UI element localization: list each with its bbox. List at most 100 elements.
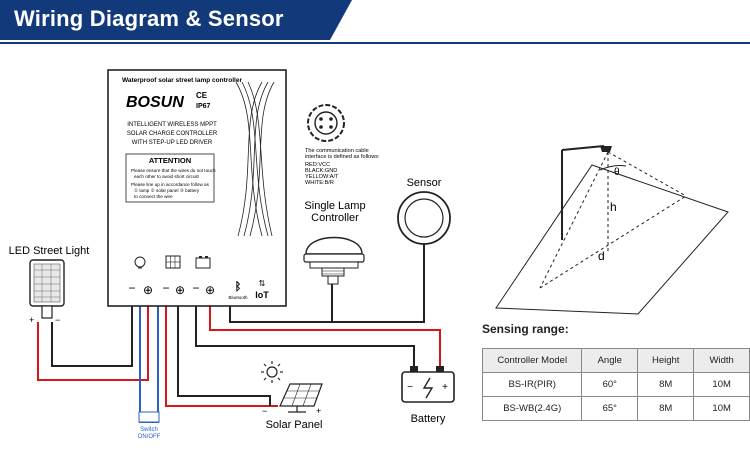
solar-panel-label: Solar Panel [266,419,323,431]
cone-left [539,151,609,289]
battery-minus-sign: − [407,382,413,393]
iot-arrows-icon: ⇅ [259,279,266,288]
led-plus-wire [37,298,149,381]
terminal-solar-plus: ⊕ [175,283,185,297]
switch-label-2: ON/OFF [138,434,161,440]
sensor-label: Sensor [407,177,442,189]
solar-panel-icon [279,383,323,413]
battery-label: Battery [411,413,446,425]
attention-note-2b: ① lamp ② solar panel ③ battery [134,188,200,193]
h-label: h [610,200,617,214]
col-header-angle: Angle [581,348,639,373]
col-header-width: Width [693,348,750,373]
battery-port-icon [195,256,211,269]
cell-model: BS-WB(2.4G) [481,396,583,421]
battery-plus-wire [209,298,441,368]
sensor-cable [332,242,425,323]
terminal-lamp-minus: − [128,281,135,295]
comm-red: RED:VCC [305,162,330,168]
comm-yellow: YELLOW:A/T [305,174,339,180]
led-minus-wire [51,298,133,367]
attention-note-1a: Please ensure that the wires do not touc… [131,168,216,173]
sensing-range-title: Sensing range: [482,322,569,336]
cell-angle: 65° [581,396,639,421]
col-header-model: Controller Model [481,348,583,373]
lamp-controller-device [303,236,365,285]
battery-icon [401,366,455,403]
header-underline [0,42,750,44]
led-minus-sign: − [55,315,60,325]
sun-icon [261,361,283,383]
solar-minus-sign: − [262,406,267,416]
led-plus-sign: + [29,315,34,325]
controller-desc-1: INTELLIGENT WIRELESS MPPT [127,122,217,128]
attention-note-2c: to connect the wire [134,194,173,199]
wires [37,242,441,423]
comm-connector [307,104,345,142]
iot-label: IoT [255,290,269,300]
col-header-height: Height [637,348,695,373]
controller-box: Waterproof solar street lamp controller … [107,69,287,307]
cone-right [607,151,687,197]
table-header-row: Controller Model Angle Height Width [481,348,750,373]
comm-note-2: interface is defined as follows: [305,154,380,160]
sensing-geometry [495,145,729,315]
bluetooth-label: Bluetooth [228,295,248,300]
attention-note-1b: each other to avoid short circuit! [134,174,199,179]
brand-logo: BOSUN [126,94,184,111]
cell-model: BS-IR(PIR) [481,372,583,397]
terminal-battery-plus: ⊕ [205,283,215,297]
solar-plus-sign: + [316,406,321,416]
lamp-controller-label-2: Controller [311,212,359,224]
solar-minus-wire [177,298,271,406]
header-banner: Wiring Diagram & Sensor [0,0,750,46]
width-line [539,195,687,289]
cell-width: 10M [693,396,750,421]
page-title: Wiring Diagram & Sensor [14,6,284,31]
sensor-device [397,191,451,245]
cell-height: 8M [637,372,695,397]
attention-note-2a: Please line up in accordance follow as [131,182,210,187]
switch-label-1: Switch [140,427,158,433]
lamp-arm [561,145,605,151]
terminal-solar-minus: − [162,281,169,295]
led-light-label: LED Street Light [9,245,90,257]
solar-port-icon [165,255,181,269]
ground-plane [495,164,729,315]
sensing-range-table: Controller Model Angle Height Width BS-I… [481,348,750,421]
terminal-lamp-plus: ⊕ [143,283,153,297]
theta-label: θ [614,167,620,178]
header-band-tail [330,0,352,40]
lamp-port-icon [134,256,146,269]
bluetooth-icon: ᛒ [235,281,242,293]
controller-heading: Waterproof solar street lamp controller [122,77,243,84]
controller-desc-2: SOLAR CHARGE CONTROLLER [127,131,218,137]
led-street-light-icon [29,259,65,319]
battery-minus-wire [195,298,415,368]
lamp-controller-label-1: Single Lamp [304,200,365,212]
heatsink-decoration [235,81,275,237]
comm-white: WHITE:B/R [305,180,334,186]
comm-note-1: The communication cable [305,148,369,154]
lamp-head [600,146,612,152]
cell-width: 10M [693,372,750,397]
lamp-controller-cable [229,284,333,323]
ce-mark: CE [196,91,208,100]
table-row: BS-IR(PIR) 60° 8M 10M [481,372,750,397]
attention-box [125,153,215,203]
cell-height: 8M [637,396,695,421]
cell-angle: 60° [581,372,639,397]
d-label: d [598,249,605,263]
controller-desc-3: WITH STEP-UP LED DRIVER [132,140,213,146]
comm-black: BLACK:GND [305,168,337,174]
battery-plus-sign: + [442,382,448,393]
header-band [0,0,330,40]
ip-rating: IP67 [196,103,211,110]
attention-heading: ATTENTION [149,156,191,165]
switch-icon [138,411,160,423]
solar-plus-wire [165,298,278,407]
table-row: BS-WB(2.4G) 65° 8M 10M [481,396,750,421]
terminal-battery-minus: − [192,281,199,295]
angle-arc [599,165,627,171]
